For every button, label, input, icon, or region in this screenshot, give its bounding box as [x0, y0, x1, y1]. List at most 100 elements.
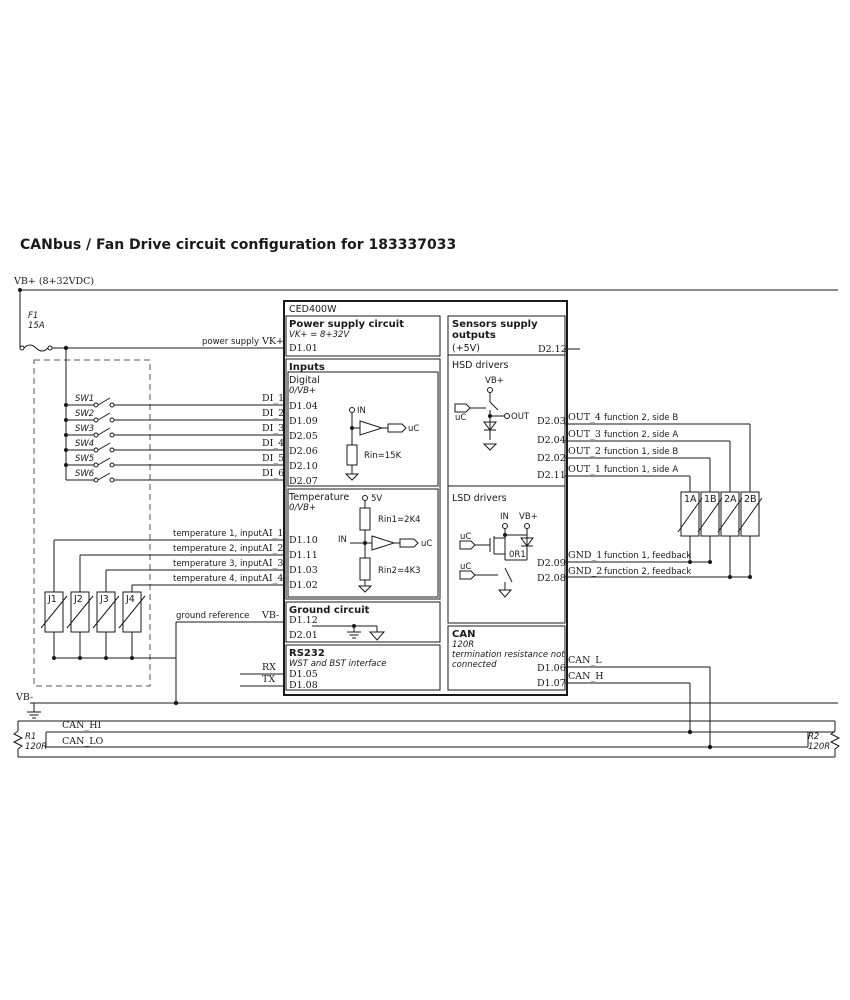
svg-text:D2.08: D2.08	[537, 573, 566, 584]
r2-label: R2	[808, 732, 819, 742]
j2-label: J2	[73, 594, 83, 605]
switch-sw1: SW1 DI_1	[64, 393, 285, 408]
can-sub-1: 120R	[452, 640, 474, 650]
power-supply-pin: D1.01	[289, 343, 318, 354]
digital-label: Digital	[289, 375, 320, 386]
svg-text:D1.10: D1.10	[289, 535, 318, 546]
page-title: CANbus / Fan Drive circuit configuration…	[20, 237, 457, 253]
sensor-j1: J1	[40, 591, 68, 660]
temperature-sensors: J1 J2 J3 J4	[40, 591, 176, 660]
rs232-block	[285, 644, 441, 691]
sensor-j3: J3	[92, 591, 120, 660]
j4-label: J4	[125, 594, 135, 605]
rs232-sub: WST and BST interface	[289, 659, 386, 669]
vbplus-label: VB+ (8+32VDC)	[13, 276, 94, 287]
ced400w-module	[283, 300, 568, 696]
termination-r2: R2 120R	[807, 721, 841, 757]
out1-function: function 1, side A	[604, 465, 678, 475]
out2-function: function 1, side B	[604, 447, 678, 457]
sensors-supply-voltage: (+5V)	[452, 343, 480, 354]
can-hi-label: CAN_HI	[62, 720, 101, 731]
ground-icons	[312, 624, 386, 641]
power-supply-sub: VK+ = 8+32V	[289, 330, 350, 340]
fuse-name: F1	[28, 311, 38, 321]
can-pin-2: D1.07	[537, 678, 566, 689]
svg-text:0R1: 0R1	[509, 550, 526, 560]
temperature-wires: temperature 1, input temperature 2, inpu…	[53, 528, 285, 592]
svg-text:Rin1=2K4: Rin1=2K4	[378, 515, 421, 525]
rx-label: RX	[262, 662, 276, 673]
temp4-wire-label: temperature 4, input	[173, 574, 262, 584]
tx-label: TX	[262, 674, 275, 685]
di2-label: DI_2	[262, 408, 284, 419]
temperature-inputs-block	[287, 488, 439, 598]
can-bus: CAN_HI CAN_LO	[18, 720, 835, 758]
vbminus-label: VB-	[15, 692, 33, 703]
sensors-supply-pin: D2.12	[538, 344, 567, 355]
lsd-title: LSD drivers	[452, 493, 507, 504]
di3-label: DI_3	[262, 423, 284, 434]
can-block	[447, 625, 566, 691]
sw6-label: SW6	[75, 469, 95, 479]
sw2-label: SW2	[75, 409, 94, 419]
can-pin-1: D1.06	[537, 663, 566, 674]
svg-text:Rin=15K: Rin=15K	[364, 451, 402, 461]
svg-text:D1.09: D1.09	[289, 416, 318, 427]
coil-1b-label: 1B	[704, 494, 717, 505]
can-lo-label: CAN_LO	[62, 736, 104, 747]
termination-r1: R1 120R	[12, 721, 47, 757]
sw4-label: SW4	[75, 439, 94, 449]
temperature-pins: D1.10 D1.11 D1.03 D1.02	[289, 535, 318, 591]
coil-2a-label: 2A	[724, 494, 737, 505]
can-sub-3: connected	[452, 660, 497, 670]
svg-text:uC: uC	[460, 562, 471, 572]
out1-label: OUT_1	[568, 464, 601, 475]
sensors-supply-title-1: Sensors supply	[452, 319, 538, 330]
ai1-label: AI_1	[261, 528, 283, 539]
ground-title: Ground circuit	[289, 605, 370, 616]
ground-reference-label: ground reference	[176, 611, 249, 621]
sensor-j2: J2	[66, 591, 94, 660]
switch-sw6: SW6 DI_6	[65, 468, 285, 483]
ai2-label: AI_2	[261, 543, 283, 554]
svg-text:D2.06: D2.06	[289, 446, 318, 457]
outputs-column	[447, 315, 566, 624]
digital-pins: D1.04 D1.09 D2.05 D2.06 D2.10 D2.07	[289, 401, 318, 487]
ground-port-label: VB-	[261, 610, 279, 621]
fuse-rating: 15A	[28, 321, 45, 331]
coil-2a: 2A	[717, 491, 743, 577]
coil-2b-label: 2B	[744, 494, 757, 505]
can-title: CAN	[452, 629, 475, 640]
di6-label: DI_6	[262, 468, 284, 479]
coils: 1A 1B 2A 2B	[677, 491, 763, 577]
svg-text:D2.03: D2.03	[537, 416, 566, 427]
lsd-output-wires: GND_1 GND_2 function 1, feedback functio…	[565, 550, 752, 579]
gnd2-label: GND_2	[568, 566, 602, 577]
temperature-input-circuit: 5V Rin1=2K4 IN uC Rin2=4K3	[338, 494, 432, 593]
digital-inputs-block	[287, 371, 439, 487]
ground-circuit-block	[285, 601, 441, 643]
svg-text:D1.02: D1.02	[289, 580, 318, 591]
svg-text:D2.05: D2.05	[289, 431, 318, 442]
temperature-label: Temperature	[288, 492, 349, 503]
out3-function: function 2, side A	[604, 430, 678, 440]
r1-value: 120R	[25, 742, 47, 752]
ground-pin-2: D2.01	[289, 630, 318, 641]
gnd1-function: function 1, feedback	[604, 551, 691, 561]
coil-2b: 2B	[737, 491, 763, 577]
power-supply-wire-label: power supply	[202, 337, 259, 347]
sensors-supply-title-2: outputs	[452, 330, 496, 341]
fuse-terminal-right	[47, 345, 53, 351]
svg-text:IN: IN	[357, 406, 366, 416]
sensor-j4: J4	[118, 591, 146, 660]
di1-label: DI_1	[262, 393, 284, 404]
switch-sw2: SW2 DI_2	[64, 408, 285, 423]
svg-text:VB+: VB+	[485, 376, 504, 386]
switch-sw3: SW3 DI_3	[64, 423, 285, 438]
coil-1a-label: 1A	[684, 494, 697, 505]
rs232-pin-1: D1.05	[289, 669, 318, 680]
j1-label: J1	[47, 594, 57, 605]
svg-text:IN: IN	[500, 512, 509, 522]
svg-text:D1.04: D1.04	[289, 401, 318, 412]
